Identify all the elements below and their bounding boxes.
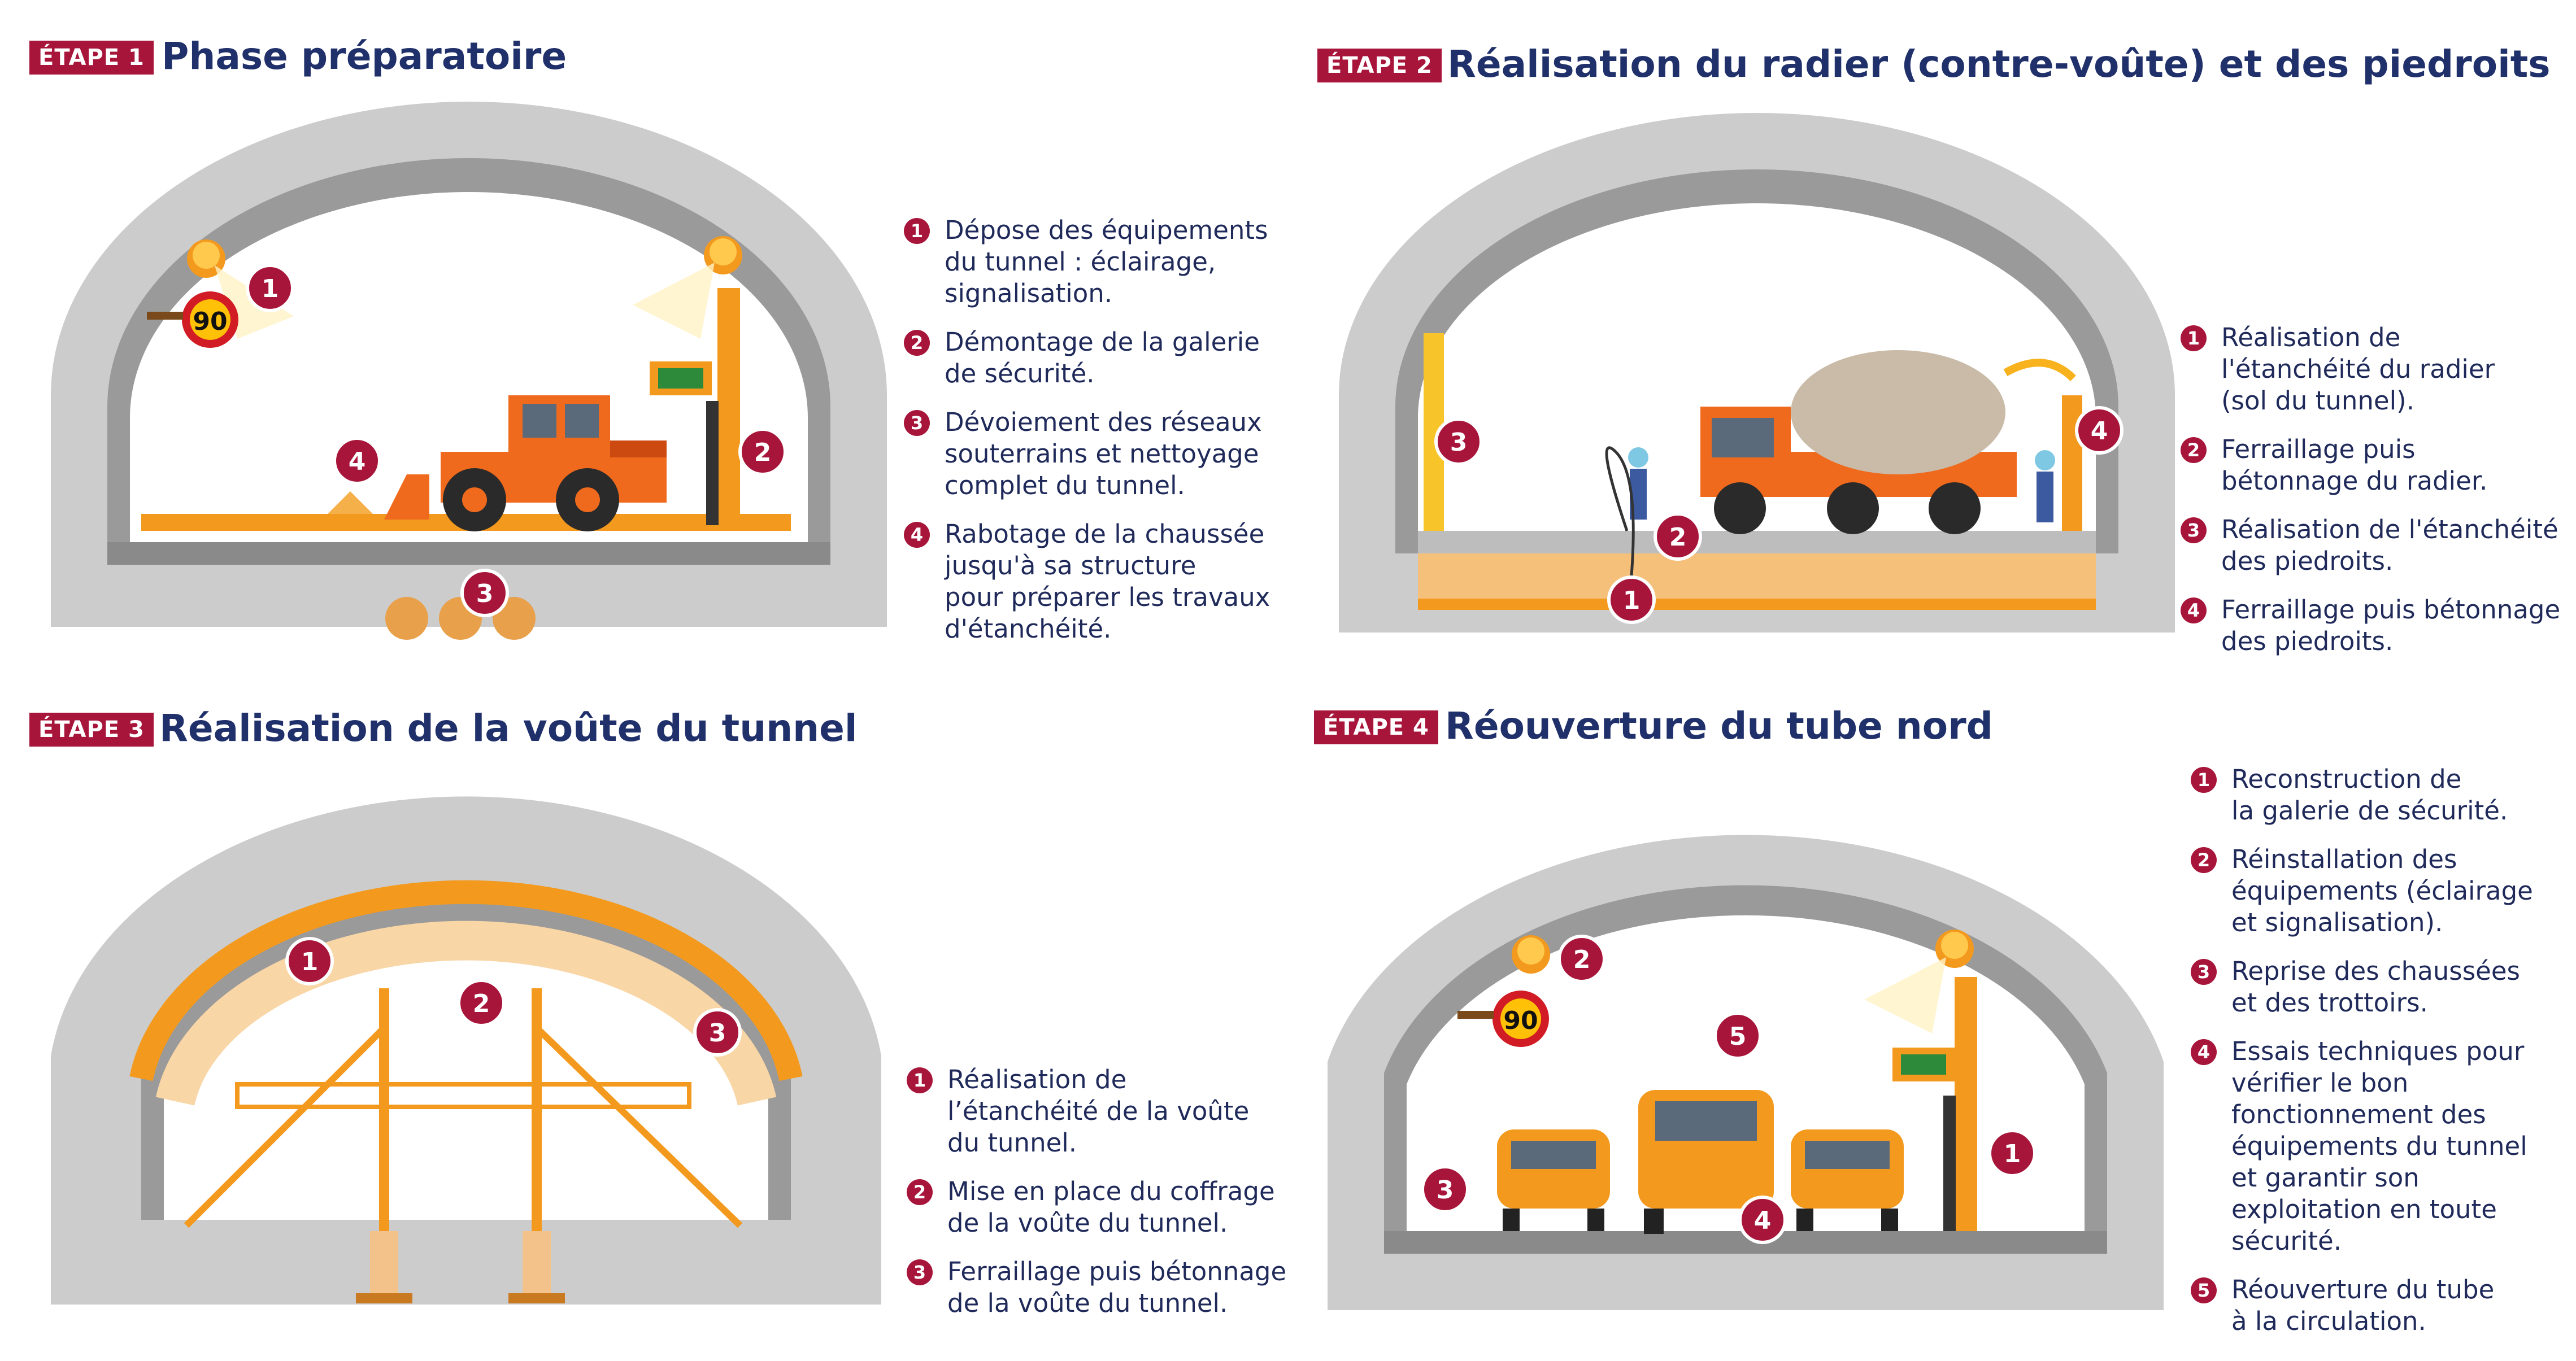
step-1-badge-2: 2 xyxy=(738,428,787,476)
step-3-title: Réalisation de la voûte du tunnel xyxy=(159,706,858,750)
step-3-illustration: 1 2 3 xyxy=(51,796,881,1305)
step-3-badge-3: 3 xyxy=(693,1008,742,1057)
svg-text:2: 2 xyxy=(473,989,490,1018)
step-4-illustration: 90 1 2 3 4 5 xyxy=(1328,835,2164,1310)
step-4-badge-5: 5 xyxy=(1713,1011,1762,1060)
car-icon xyxy=(1497,1129,1610,1231)
step-1-panel: ÉTAPE 1 Phase préparatoire 90 xyxy=(0,0,1288,678)
svg-text:4: 4 xyxy=(1754,1206,1772,1235)
svg-text:2: 2 xyxy=(1573,945,1591,974)
speed-sign-value: 90 xyxy=(193,307,227,336)
vault-waterproofing-arch xyxy=(129,880,803,1081)
step-2-badge-4: 4 xyxy=(2075,406,2124,455)
step-4-badge-1: 1 xyxy=(1988,1129,2037,1177)
step-4-badge-3: 3 xyxy=(1421,1165,1469,1214)
step-1-title: Phase préparatoire xyxy=(162,34,567,78)
step-1-tag: ÉTAPE 1 xyxy=(29,41,154,75)
svg-text:3: 3 xyxy=(709,1019,726,1048)
bulldozer-icon xyxy=(384,395,667,531)
step-4-tag: ÉTAPE 4 xyxy=(1314,710,1438,744)
step-3-tag: ÉTAPE 3 xyxy=(29,713,154,747)
step-1-badge-4: 4 xyxy=(333,437,381,485)
svg-text:1: 1 xyxy=(2004,1140,2021,1168)
step-2-title: Réalisation du radier (contre-voûte) et … xyxy=(1447,42,2551,86)
step-2-tag: ÉTAPE 2 xyxy=(1317,49,1442,82)
worker-icon xyxy=(1628,447,1648,520)
speed-sign-value: 90 xyxy=(1503,1006,1538,1035)
svg-text:3: 3 xyxy=(476,579,494,608)
step-3-badge-1: 1 xyxy=(285,937,334,985)
svg-text:2: 2 xyxy=(754,438,772,467)
svg-text:1: 1 xyxy=(301,948,319,976)
step-2-badge-1: 1 xyxy=(1607,575,1656,624)
step-2-illustration: 1 2 3 4 xyxy=(1339,113,2175,632)
svg-text:4: 4 xyxy=(2091,417,2108,446)
step-1-badge-1: 1 xyxy=(246,264,294,312)
step-4-badge-2: 2 xyxy=(1557,935,1606,983)
step-3-badge-2: 2 xyxy=(457,979,506,1027)
step-2-panel: ÉTAPE 2 Réalisation du radier (contre-vo… xyxy=(1288,0,2576,678)
svg-text:1: 1 xyxy=(262,274,279,303)
step-4-title: Réouverture du tube nord xyxy=(1445,704,1993,748)
step-3-panel: ÉTAPE 3 Réalisation de la voûte du tunne… xyxy=(0,678,1288,1361)
svg-text:3: 3 xyxy=(1437,1176,1454,1205)
step-4-panel: ÉTAPE 4 Réouverture du tube nord 90 1 2 … xyxy=(1288,678,2576,1361)
svg-text:2: 2 xyxy=(1669,523,1687,552)
svg-text:3: 3 xyxy=(1450,428,1468,457)
svg-text:1: 1 xyxy=(1623,586,1641,615)
concrete-mixer-truck-icon xyxy=(1700,350,2076,534)
worker-icon xyxy=(2035,450,2055,522)
step-4-badge-4: 4 xyxy=(1738,1196,1787,1244)
svg-text:5: 5 xyxy=(1729,1022,1747,1051)
step-2-badge-3: 3 xyxy=(1434,417,1483,466)
svg-text:4: 4 xyxy=(349,447,366,476)
step-1-illustration: 90 1 2 3 4 xyxy=(51,102,887,640)
step-1-badge-3: 3 xyxy=(460,569,509,617)
step-2-badge-2: 2 xyxy=(1653,512,1702,561)
car-icon xyxy=(1791,1129,1904,1231)
